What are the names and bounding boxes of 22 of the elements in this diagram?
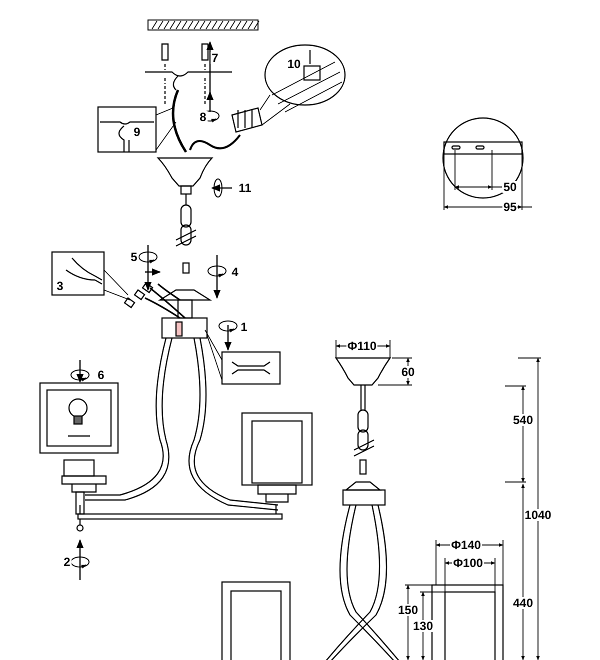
dimension-label: Φ110 — [346, 340, 378, 352]
callout-number: 7 — [210, 52, 220, 64]
callout-number: 8 — [198, 111, 208, 123]
dimension-label: 150 — [396, 604, 420, 616]
dimension-label: 540 — [512, 414, 534, 426]
dimension-label: 60 — [400, 366, 416, 378]
dimension-label: 1040 — [524, 509, 552, 521]
callout-number: 10 — [286, 58, 302, 70]
callout-number: 4 — [230, 266, 240, 278]
dimension-label: Φ140 — [450, 539, 482, 551]
callout-number: 3 — [56, 280, 64, 292]
callout-number: 1 — [240, 321, 248, 333]
callout-number: 9 — [132, 126, 142, 138]
dimension-label: 440 — [512, 597, 534, 609]
dimension-label: 130 — [412, 620, 434, 632]
dimension-label: Φ100 — [452, 557, 484, 569]
callout-number: 6 — [96, 369, 106, 381]
dimension-label: 50 — [502, 181, 518, 193]
callout-number: 11 — [238, 182, 252, 194]
callout-number: 5 — [130, 251, 138, 263]
callout-number: 2 — [62, 556, 72, 568]
dimension-label: 95 — [502, 201, 518, 213]
